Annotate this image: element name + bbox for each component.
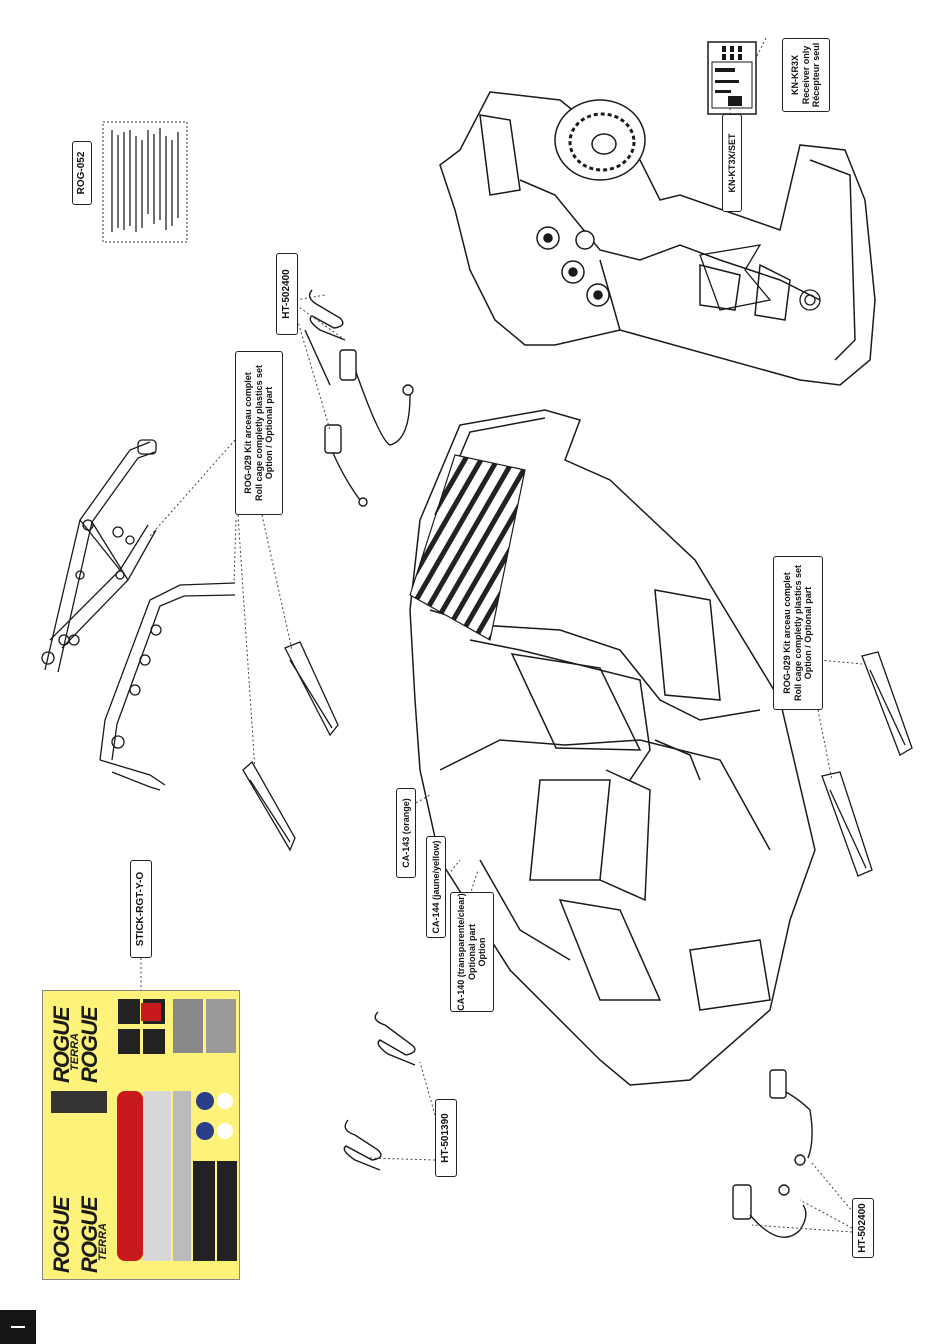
hood-vents — [409, 454, 526, 641]
label-rog029-left: ROG-029 Kit arceau complet Roll cage com… — [235, 351, 283, 515]
decal-sublogo-2: TERRA — [97, 1201, 109, 1261]
decal-logo-subtext: TERRA — [97, 1223, 109, 1261]
body-clips — [343, 1011, 416, 1171]
transmitter — [439, 91, 876, 386]
light-harness-bottom — [732, 1069, 813, 1238]
label-ca143: CA-143 (orange) — [396, 788, 416, 878]
receiver-unit — [707, 41, 757, 115]
decal-logo-3: ROGUE — [49, 1181, 75, 1273]
transmitter-arrows — [699, 244, 821, 311]
side-guard-pieces — [242, 641, 339, 852]
leader-lines — [140, 37, 869, 1233]
decal-logo-subtext: TERRA — [69, 1033, 81, 1071]
side-brackets — [821, 651, 913, 877]
light-harness-top — [324, 349, 414, 507]
label-ca144: CA-144 (jaune/yellow) — [426, 836, 446, 938]
label-kr3x: KN-KR3X Receiver only Récepteur seul — [782, 38, 830, 112]
label-kt3x-set: KN-KT3X/SET — [722, 114, 742, 212]
roll-cage-lower — [99, 582, 236, 791]
label-ca140: CA-140 (transparente/clear) Optional par… — [450, 892, 494, 1012]
label-rog052: ROG-052 — [72, 141, 92, 205]
steering-wheel — [554, 99, 646, 181]
page-tab — [0, 1310, 36, 1344]
decal-logo-text: ROGUE — [49, 1197, 74, 1273]
body-clips-top — [304, 289, 346, 386]
label-stick: STICK-RGT-Y-O — [130, 860, 152, 958]
transmitter-dials — [536, 226, 610, 307]
decal-artwork — [51, 999, 237, 1261]
decal-sheet: ROGUE ROGUE ROGUE ROGUE TERRA TERRA — [42, 990, 240, 1280]
label-ht502400-top: HT-502400 — [276, 253, 298, 335]
label-ht502400-bottom: HT-502400 — [852, 1198, 874, 1258]
decal-sublogo-1: TERRA — [69, 1011, 81, 1071]
screw-kit-rog052 — [102, 121, 188, 243]
label-ht501390: HT-501390 — [435, 1099, 457, 1177]
label-rog029-right: ROG-029 Kit arceau complet Roll cage com… — [773, 556, 823, 710]
page-tab-dash — [11, 1326, 25, 1328]
roll-cage-upper — [41, 439, 157, 673]
